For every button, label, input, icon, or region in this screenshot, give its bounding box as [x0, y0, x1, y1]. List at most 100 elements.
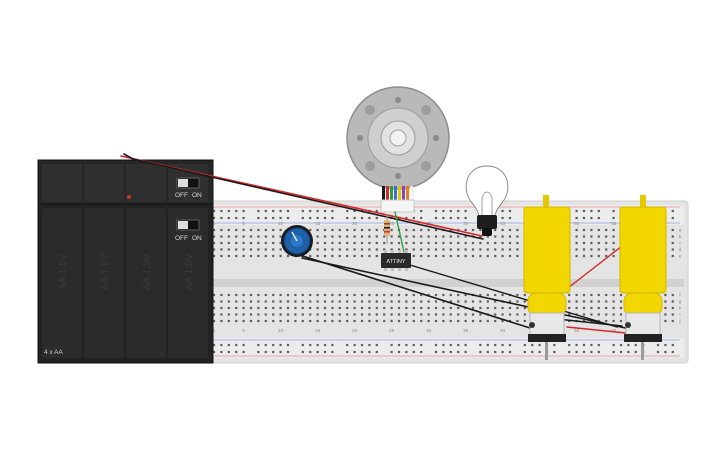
breadboard-hole [249, 313, 253, 316]
switch-off-label: OFF [175, 235, 188, 242]
breadboard-hole [590, 293, 593, 297]
breadboard-hole [671, 313, 674, 316]
breadboard-hole [612, 228, 615, 232]
breadboard-hole [457, 350, 460, 354]
breadboard-hole [272, 313, 275, 316]
breadboard-hole [568, 319, 571, 323]
breadboard-hole [353, 319, 356, 323]
breadboard-hole [605, 248, 608, 251]
breadboard-hole [331, 343, 334, 347]
breadboard-hole [590, 248, 593, 251]
breadboard-hole [590, 235, 593, 238]
column-number: 40 [500, 221, 506, 226]
breadboard-hole [316, 313, 319, 316]
breadboard-hole [582, 313, 586, 316]
breadboard-hole [272, 235, 275, 238]
breadboard-hole [457, 343, 460, 347]
breadboard-hole [242, 300, 245, 303]
breadboard-hole [242, 235, 245, 238]
breadboard-hole [434, 300, 438, 303]
breadboard-hole [605, 235, 608, 238]
battery-pack-main: AA 1.5V AA 1.5V AA 1.5V AA 1.5V OFF ON 4… [37, 203, 214, 364]
breadboard-hole [301, 306, 304, 310]
breadboard-hole [597, 235, 600, 238]
breadboard-hole [575, 293, 578, 297]
breadboard-hole [471, 254, 475, 258]
breadboard-hole [605, 319, 608, 323]
dc-gear-motor-icon [523, 195, 571, 360]
breadboard-hole [272, 248, 275, 251]
breadboard-hole [457, 293, 460, 297]
breadboard-hole [619, 343, 623, 347]
column-number: 10 [278, 328, 284, 333]
breadboard-hole [516, 306, 519, 310]
breadboard-hole [516, 235, 519, 238]
breadboard-hole [590, 241, 593, 245]
column-number: 15 [315, 328, 321, 333]
breadboard-hole [442, 306, 445, 310]
breadboard-hole [575, 228, 578, 232]
breadboard-hole [323, 235, 327, 238]
breadboard-hole [390, 248, 393, 251]
breadboard-hole [464, 228, 467, 232]
breadboard-hole [353, 306, 356, 310]
breadboard-hole [464, 293, 467, 297]
breadboard-hole [360, 306, 364, 310]
breadboard-hole [523, 343, 526, 347]
breadboard-hole [427, 293, 430, 297]
breadboard-hole [442, 343, 445, 347]
potentiometer-icon[interactable] [281, 225, 313, 257]
breadboard-hole [575, 350, 578, 354]
breadboard-hole [449, 293, 452, 297]
breadboard-hole [457, 241, 460, 245]
breadboard-hole [582, 306, 586, 310]
breadboard-hole [508, 248, 512, 251]
wire-black [399, 261, 618, 328]
breadboard-hole [427, 248, 430, 251]
breadboard-hole [309, 319, 312, 323]
breadboard-hole [375, 343, 378, 347]
breadboard-hole [479, 248, 482, 251]
breadboard-hole [368, 343, 371, 347]
breadboard-hole [331, 306, 334, 310]
breadboard-hole [227, 235, 230, 238]
breadboard-hole [582, 254, 586, 258]
breadboard-hole [619, 319, 623, 323]
breadboard-hole [235, 293, 238, 297]
breadboard-hole [420, 254, 423, 258]
breadboard-hole [264, 241, 267, 245]
breadboard-hole [597, 313, 600, 316]
breadboard-hole [390, 306, 393, 310]
breadboard-hole [338, 313, 341, 316]
breadboard-hole [664, 306, 667, 310]
breadboard-hole [242, 343, 245, 347]
breadboard-hole [249, 254, 253, 258]
breadboard-hole [420, 216, 423, 220]
breadboard-hole [235, 235, 238, 238]
breadboard-hole [590, 343, 593, 347]
breadboard-hole [235, 350, 238, 354]
breadboard-hole [412, 319, 415, 323]
breadboard-hole [427, 254, 430, 258]
breadboard-hole [420, 235, 423, 238]
breadboard-hole [264, 350, 267, 354]
breadboard-hole [323, 293, 327, 297]
breadboard-hole [272, 350, 275, 354]
breadboard-hole [442, 248, 445, 251]
breadboard-hole [353, 248, 356, 251]
breadboard-hole [486, 241, 489, 245]
breadboard-hole [516, 228, 519, 232]
breadboard-hole [272, 209, 275, 213]
breadboard-hole [220, 293, 223, 297]
breadboard-hole [457, 319, 460, 323]
breadboard-hole [575, 343, 578, 347]
breadboard-hole [279, 241, 282, 245]
breadboard-hole [242, 248, 245, 251]
breadboard-hole [597, 293, 600, 297]
breadboard-hole [331, 248, 334, 251]
breadboard-hole [471, 228, 475, 232]
breadboard-hole [605, 254, 608, 258]
breadboard-hole [279, 293, 282, 297]
battery-pack-top: OFF ON [37, 159, 214, 205]
breadboard-hole [323, 350, 327, 354]
